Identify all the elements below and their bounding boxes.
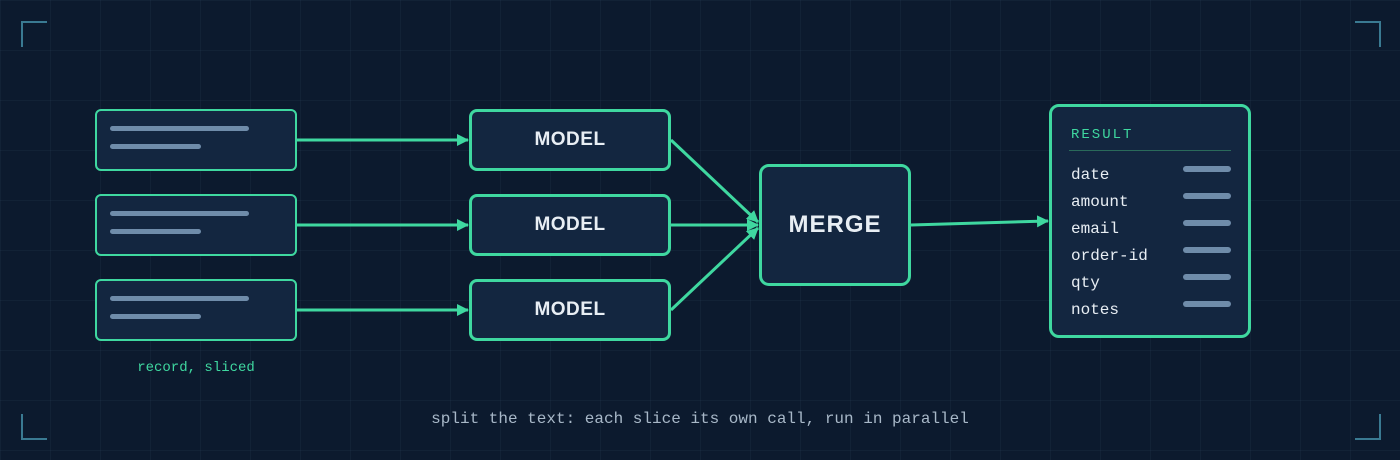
model-node-1: MODEL [469,109,671,171]
result-field-row: amount [1071,193,1231,213]
result-field-value-placeholder [1183,247,1231,253]
corner-bracket-top-right [1355,21,1381,47]
result-field-name: qty [1071,274,1100,292]
result-title: RESULT [1071,127,1134,143]
result-field-value-placeholder [1183,166,1231,172]
text-placeholder-line [110,211,249,216]
result-divider [1069,150,1231,151]
result-field-value-placeholder [1183,220,1231,226]
input-slice-3 [95,279,297,341]
corner-bracket-bottom-left [21,414,47,440]
result-field-row: date [1071,166,1231,186]
result-field-row: qty [1071,274,1231,294]
input-slice-1 [95,109,297,171]
result-field-name: email [1071,220,1120,238]
result-field-value-placeholder [1183,301,1231,307]
result-panel: RESULT date amount email order-id qty no… [1049,104,1251,338]
result-field-name: notes [1071,301,1120,319]
text-placeholder-line [110,126,249,131]
input-caption: record, sliced [137,360,255,376]
edge-model-1-to-merge [669,138,760,224]
edge-model-3-to-merge [669,226,760,312]
result-field-name: amount [1071,193,1129,211]
text-placeholder-line [110,229,201,234]
result-field-value-placeholder [1183,274,1231,280]
text-placeholder-line [110,144,201,149]
result-field-name: date [1071,166,1110,184]
result-field-name: order-id [1071,247,1148,265]
model-node-2: MODEL [469,194,671,256]
edge-merge-to-result [910,215,1049,228]
corner-bracket-top-left [21,21,47,47]
input-slice-2 [95,194,297,256]
corner-bracket-bottom-right [1355,414,1381,440]
result-field-row: order-id [1071,247,1231,267]
result-field-row: email [1071,220,1231,240]
text-placeholder-line [110,296,249,301]
model-node-3: MODEL [469,279,671,341]
text-placeholder-line [110,314,201,319]
result-field-row: notes [1071,301,1231,321]
merge-node: MERGE [759,164,911,286]
diagram-footer-caption: split the text: each slice its own call,… [431,410,969,428]
result-field-value-placeholder [1183,193,1231,199]
